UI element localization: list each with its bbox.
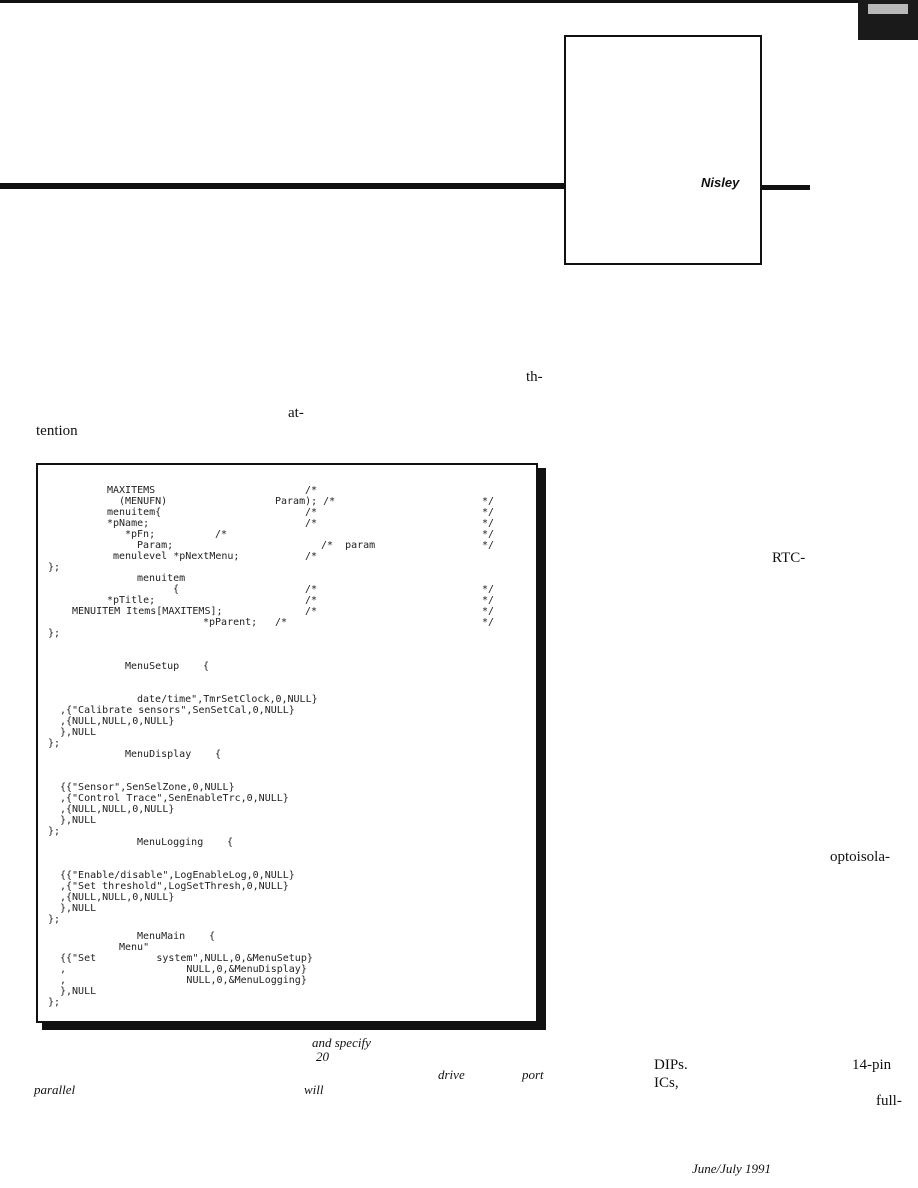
code-line: Menu" (119, 942, 150, 953)
code-line: {{"Set system",NULL,0,&MenuSetup} (60, 953, 313, 964)
top-rule (0, 0, 918, 3)
code-line: , NULL,0,&MenuLogging} (60, 975, 307, 986)
code-line: Param; (137, 540, 174, 551)
code-line: ,{"Control Trace",SenEnableTrc,0,NULL} (60, 793, 289, 804)
code-line: */ (482, 496, 495, 507)
code-line: /* (305, 584, 318, 595)
body-fragment-14pin: 14-pin (852, 1057, 892, 1073)
header-rule (0, 183, 566, 189)
code-line: menuitem{ (107, 507, 162, 518)
code-line: }; (48, 562, 61, 573)
code-line: MenuDisplay (125, 749, 192, 760)
code-line: /* (215, 529, 228, 540)
code-line: MenuMain (137, 931, 186, 942)
caption-fragment-will: will (304, 1082, 324, 1097)
code-line: MenuSetup (125, 661, 180, 672)
code-line: }; (48, 738, 61, 749)
code-line: */ (482, 507, 495, 518)
code-line: }; (48, 826, 61, 837)
caption-fragment-drive: drive (438, 1067, 465, 1082)
caption-fragment-parallel: parallel (34, 1082, 76, 1097)
header-rule-right (762, 185, 810, 190)
code-line: */ (482, 606, 495, 617)
code-line: {{"Sensor",SenSelZone,0,NULL} (60, 782, 235, 793)
code-line: { (209, 931, 216, 942)
body-fragment-at: at- (288, 405, 304, 421)
footer-date: June/July 1991 (692, 1161, 772, 1176)
code-line: (MENUFN) (119, 496, 168, 507)
code-line: { (203, 661, 210, 672)
code-line: menuitem (137, 573, 186, 584)
body-fragment-th: th- (526, 369, 543, 385)
code-line: },NULL (60, 815, 97, 826)
code-line: */ (482, 584, 495, 595)
code-line: /* (305, 551, 318, 562)
body-fragment-tention: tention (36, 423, 78, 439)
code-line: }; (48, 914, 61, 925)
body-fragment-rtc: RTC- (772, 550, 806, 566)
code-line: },NULL (60, 986, 97, 997)
code-line: date/time",TmrSetClock,0,NULL} (137, 694, 318, 705)
code-line: { (227, 837, 234, 848)
code-line: /* (275, 617, 288, 628)
author-box: Nisley (564, 35, 762, 265)
code-line: /* (305, 595, 318, 606)
code-line: }; (48, 628, 61, 639)
code-line: */ (482, 540, 495, 551)
code-line: { (173, 584, 180, 595)
code-line: Param); /* (275, 496, 336, 507)
code-line: /* (305, 507, 318, 518)
code-line: },NULL (60, 727, 97, 738)
code-line: ,{NULL,NULL,0,NULL} (60, 716, 175, 727)
author-name: Nisley (701, 175, 740, 190)
code-line: ,{"Set threshold",LogSetThresh,0,NULL} (60, 881, 289, 892)
caption-fragment-20: 20 (316, 1049, 329, 1064)
page-corner-mark (858, 0, 918, 40)
code-line: *pName; (107, 518, 150, 529)
body-fragment-optoisola: optoisola- (830, 849, 890, 865)
caption-fragment-port: port (522, 1067, 544, 1082)
code-line: MENUITEM Items[MAXITEMS]; (72, 606, 223, 617)
code-line: {{"Enable/disable",LogEnableLog,0,NULL} (60, 870, 295, 881)
code-line: }; (48, 997, 61, 1008)
code-line: *pTitle; (107, 595, 156, 606)
code-line: *pFn; (125, 529, 156, 540)
code-line: { (215, 749, 222, 760)
code-listing: MAXITEMS /* (MENUFN) Param); /* */ menui… (36, 463, 538, 1023)
code-line: /* (305, 485, 318, 496)
code-line: MenuLogging (137, 837, 204, 848)
caption-fragment-and-specify: and specify (312, 1035, 371, 1050)
code-line: , NULL,0,&MenuDisplay} (60, 964, 307, 975)
code-line: },NULL (60, 903, 97, 914)
code-line: *pParent; (203, 617, 258, 628)
code-line: */ (482, 529, 495, 540)
code-line: MAXITEMS (107, 485, 156, 496)
code-line: menulevel *pNextMenu; (113, 551, 240, 562)
code-line: ,{NULL,NULL,0,NULL} (60, 892, 175, 903)
code-line: */ (482, 617, 495, 628)
body-fragment-dips: DIPs. (654, 1057, 688, 1073)
code-line: */ (482, 595, 495, 606)
code-line: /* (305, 518, 318, 529)
body-fragment-ics: ICs, (654, 1075, 679, 1091)
code-line: /* (305, 606, 318, 617)
code-line: /* param (321, 540, 376, 551)
code-line: */ (482, 518, 495, 529)
code-line: ,{NULL,NULL,0,NULL} (60, 804, 175, 815)
code-line: ,{"Calibrate sensors",SenSetCal,0,NULL} (60, 705, 295, 716)
body-fragment-full: full- (876, 1093, 902, 1109)
